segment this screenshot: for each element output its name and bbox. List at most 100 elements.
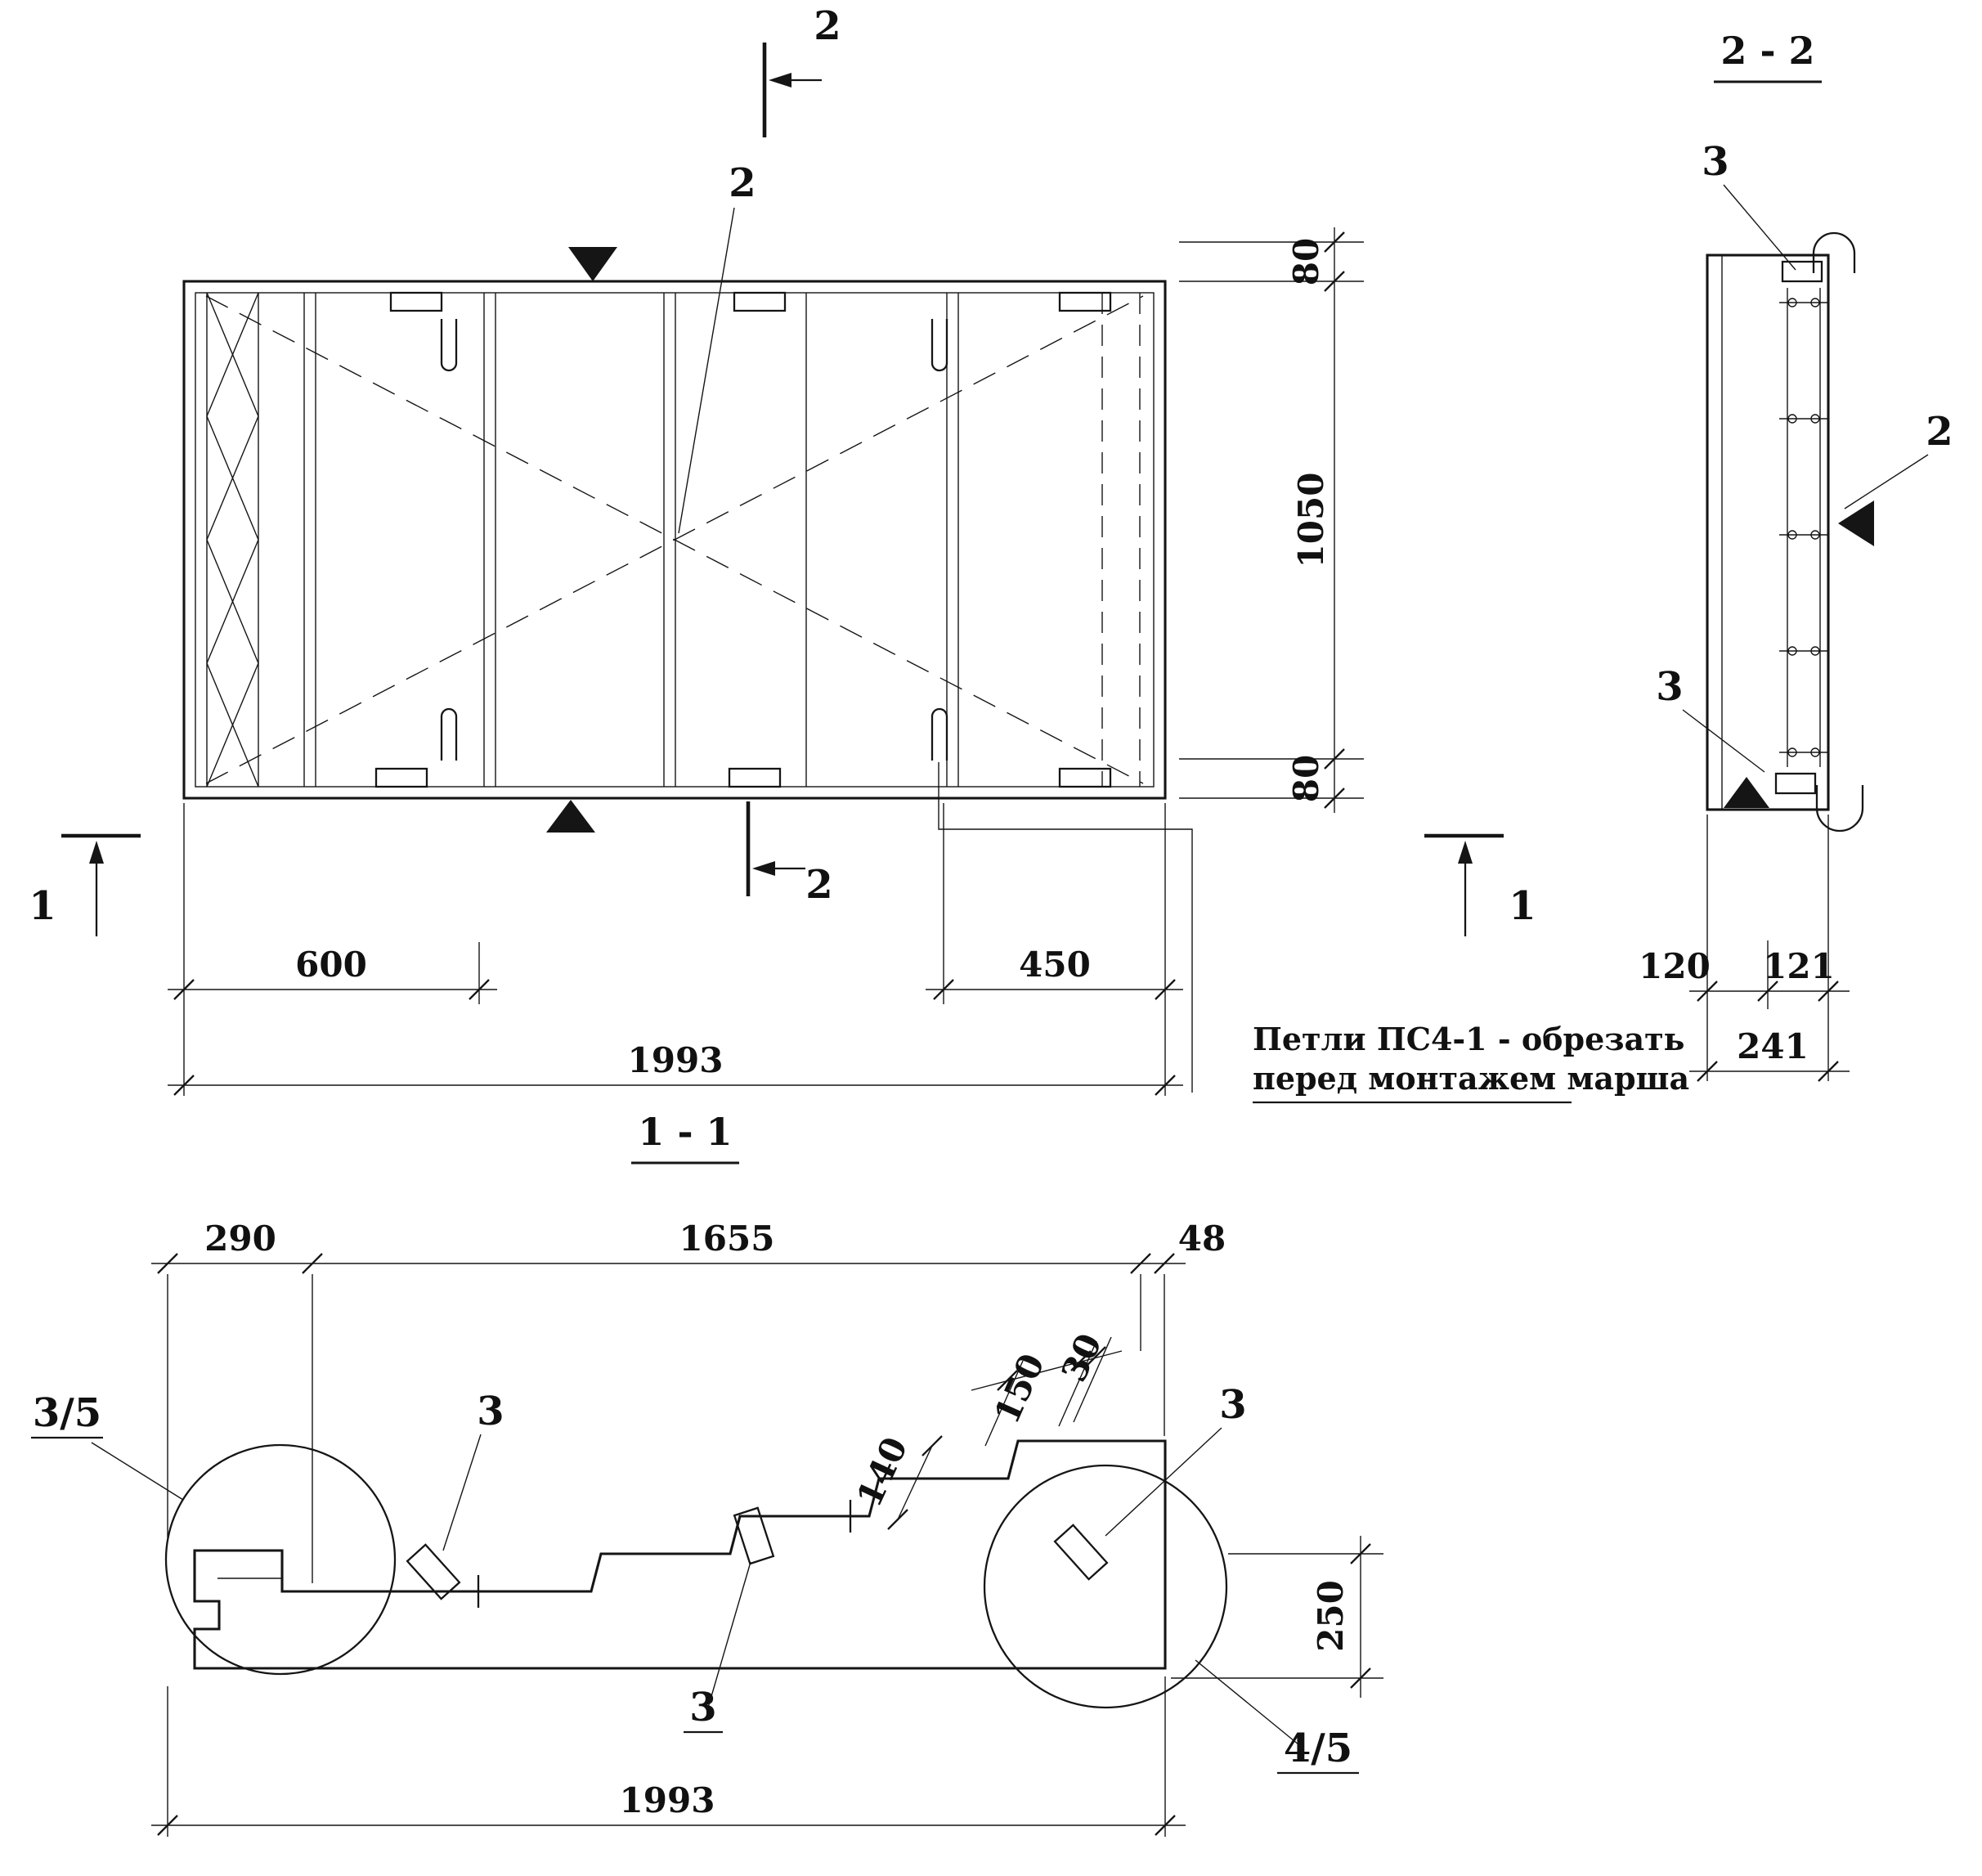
extension-line bbox=[1058, 1340, 1097, 1427]
detail-label: 3/5 bbox=[33, 1390, 101, 1436]
section-cut-marker-2-top: 2 bbox=[762, 3, 841, 137]
callout-label: 2 bbox=[1926, 409, 1953, 455]
dimension-value: 80 bbox=[1286, 755, 1326, 802]
leader-line bbox=[707, 1561, 751, 1708]
leader-line bbox=[678, 207, 735, 534]
lifting-loop-icon bbox=[440, 319, 458, 372]
slab-outer-edge bbox=[182, 280, 1167, 800]
lifting-loop-icon bbox=[1812, 231, 1856, 273]
plan-lifting-loops bbox=[440, 319, 948, 761]
dimension-value: 80 bbox=[1286, 238, 1326, 285]
dimension-line bbox=[897, 1445, 933, 1520]
section22-outline bbox=[1706, 254, 1830, 811]
note-block: Петли ПС4-1 - обрезать перед монтажем ма… bbox=[938, 762, 1689, 1104]
section-1-1: 1 - 1 290 1655 48 3/5 bbox=[31, 1110, 1383, 1837]
dim-140: 140 bbox=[849, 1431, 944, 1531]
anchor-callout-2: 3 bbox=[684, 1561, 751, 1734]
section-arrow-icon bbox=[752, 861, 775, 876]
embed-plate bbox=[733, 291, 787, 312]
plan-dimensions-right: 80 1050 80 bbox=[1179, 227, 1364, 813]
detail-callout-3-5: 3/5 bbox=[31, 1390, 184, 1501]
leader-line bbox=[1195, 1659, 1304, 1749]
section-title: 2 - 2 bbox=[1720, 29, 1814, 73]
section11-dimensions-top: 290 1655 48 bbox=[151, 1219, 1226, 1583]
anchor-embed bbox=[733, 1506, 775, 1565]
note-text-line2: перед монтажем марша bbox=[1253, 1060, 1689, 1097]
dimension-value: 150 bbox=[987, 1348, 1052, 1429]
dimension-value: 120 bbox=[1639, 946, 1711, 986]
section11-dimension-bottom: 1993 bbox=[151, 1676, 1186, 1837]
dimension-value: 48 bbox=[1178, 1219, 1226, 1259]
dimension-line bbox=[971, 1350, 1123, 1391]
anchor-embed bbox=[1053, 1524, 1109, 1581]
section-cut-marker-2-bottom: 2 bbox=[746, 801, 833, 908]
section-marker-label: 1 bbox=[1509, 883, 1536, 929]
callout-label: 3 bbox=[1702, 139, 1729, 185]
view-direction-marker bbox=[1838, 500, 1874, 546]
detail-circle-left bbox=[164, 1443, 397, 1676]
callout-label: 3 bbox=[477, 1389, 504, 1434]
plan-hidden-lines bbox=[205, 293, 1144, 787]
view-direction-marker-bottom bbox=[546, 800, 595, 833]
detail-label: 4/5 bbox=[1284, 1726, 1352, 1771]
lifting-loop-icon bbox=[930, 707, 948, 761]
view-direction-marker-top bbox=[568, 247, 617, 281]
section-marker-label: 2 bbox=[805, 862, 832, 908]
dimension-value: 140 bbox=[849, 1431, 915, 1513]
section-2-2: 2 - 2 3 2 3 bbox=[1639, 29, 1953, 1083]
anchor-embed bbox=[406, 1543, 461, 1600]
plan-slab-outline bbox=[182, 280, 1167, 800]
leader-line bbox=[1844, 454, 1929, 509]
section-arrow-icon bbox=[1458, 841, 1473, 864]
plan-ribs bbox=[303, 293, 959, 787]
slab-inner-edge bbox=[195, 292, 1155, 788]
section-arrow-icon bbox=[769, 73, 791, 88]
callout-label: 3 bbox=[1656, 664, 1683, 710]
leader-line bbox=[91, 1442, 184, 1501]
embed-plate bbox=[1774, 772, 1817, 795]
section-cut-marker-1-left: 1 bbox=[29, 833, 141, 936]
dimension-value: 1655 bbox=[679, 1219, 775, 1259]
detail-circle-right bbox=[983, 1464, 1228, 1709]
callout-label: 3 bbox=[1219, 1382, 1246, 1428]
embed-plate bbox=[389, 291, 443, 312]
section-marker-label: 1 bbox=[29, 883, 56, 929]
detail-callout-4-5: 4/5 bbox=[1195, 1659, 1359, 1775]
leader-line bbox=[1682, 709, 1765, 773]
dim-250: 250 bbox=[1171, 1536, 1383, 1698]
dimension-value: 121 bbox=[1763, 946, 1835, 986]
anchor-callout-3: 3 bbox=[1105, 1382, 1247, 1537]
plan-dimensions-bottom: 600 450 1993 bbox=[168, 803, 1183, 1097]
diagonal-brace bbox=[205, 295, 1144, 784]
view-direction-marker bbox=[1724, 777, 1769, 808]
leader-line bbox=[442, 1434, 482, 1551]
embed-plate bbox=[1781, 260, 1823, 283]
dimension-value: 450 bbox=[1019, 945, 1091, 985]
dimension-value: 250 bbox=[1311, 1580, 1351, 1652]
section22-rebar-cage bbox=[1779, 288, 1828, 767]
note-text-line1: Петли ПС4-1 - обрезать bbox=[1253, 1021, 1684, 1057]
plan-embed-plates bbox=[374, 291, 1112, 788]
plan-view: 2 2 1 1 2 bbox=[29, 3, 1536, 1097]
dimension-value: 290 bbox=[204, 1219, 276, 1259]
dimension-value: 241 bbox=[1737, 1026, 1809, 1066]
note-leader-line bbox=[938, 762, 1193, 1093]
lifting-loop-icon bbox=[930, 319, 948, 372]
anchor-callout-1: 3 bbox=[442, 1389, 504, 1551]
dimension-value: 1050 bbox=[1291, 473, 1331, 568]
lifting-loop-icon bbox=[1815, 785, 1864, 833]
section-marker-label: 2 bbox=[814, 3, 841, 49]
embed-plate bbox=[1058, 291, 1112, 312]
section-arrow-icon bbox=[89, 841, 104, 864]
embed-plate bbox=[728, 767, 782, 788]
embed-plate bbox=[1058, 767, 1112, 788]
stair-flight-profile bbox=[193, 1439, 1167, 1670]
leader-label: 2 bbox=[729, 160, 756, 206]
dimension-value: 1993 bbox=[620, 1780, 715, 1820]
plan-end-bracing bbox=[206, 292, 259, 788]
leader-line bbox=[1105, 1427, 1222, 1537]
section-title: 1 - 1 bbox=[638, 1110, 732, 1154]
dims-150-30: 150 30 bbox=[971, 1327, 1123, 1447]
section-cut-marker-1-right: 1 bbox=[1424, 833, 1536, 936]
